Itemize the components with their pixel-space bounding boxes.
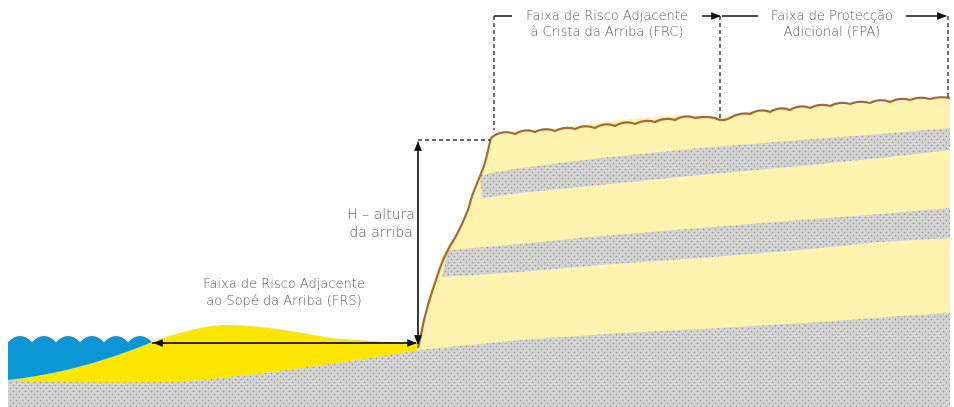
height-label-line2: da arriba <box>349 225 412 241</box>
frc-label-line2: à Crista da Arriba (FRC) <box>530 25 683 40</box>
fpa-label-line2: Adicional (FPA) <box>784 25 881 40</box>
cliff-outline <box>416 96 951 349</box>
beach-sand <box>8 324 418 388</box>
height-label-line1: H – altura <box>347 207 415 223</box>
sea-water <box>8 336 152 380</box>
bedrock <box>8 313 950 407</box>
fpa-label-line1: Faixa de Protecção <box>771 9 893 24</box>
frs-label-line2: ao Sopé da Arriba (FRS) <box>206 294 361 309</box>
frs-label-line1: Faixa de Risco Adjacente <box>203 277 365 292</box>
rock-layer-middle <box>442 208 950 277</box>
frc-label-line1: Faixa de Risco Adjacente <box>526 9 688 24</box>
rock-layer-top <box>480 128 950 198</box>
